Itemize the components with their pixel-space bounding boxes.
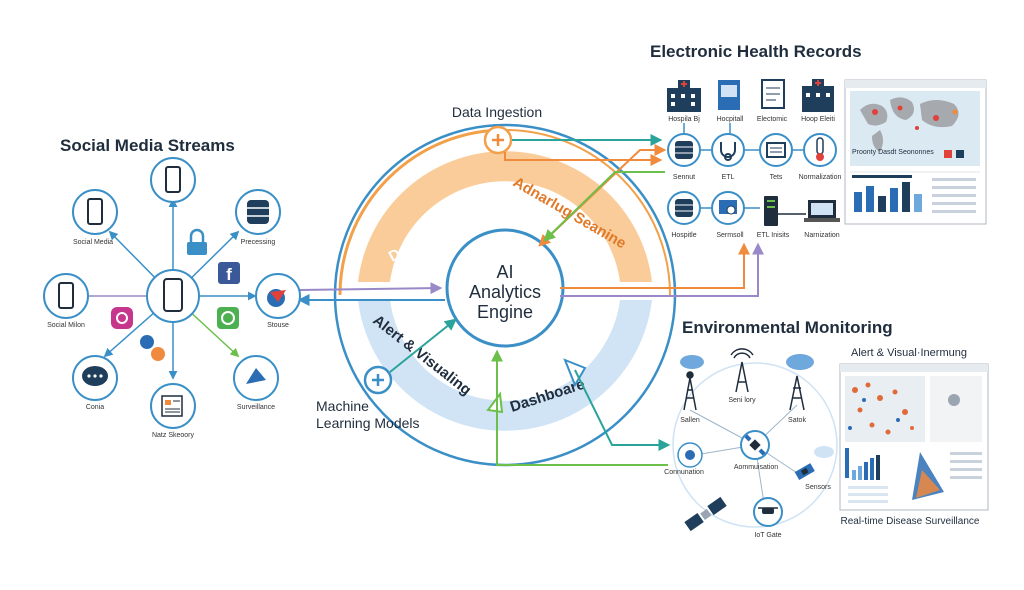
svg-text:f: f [226, 265, 232, 284]
env-dashboard-panel [839, 363, 989, 511]
health-label: Hoop Eleiti [801, 116, 835, 123]
database-icon [247, 200, 269, 224]
document-icon [718, 80, 740, 110]
env-title: Environmental Monitoring [682, 318, 893, 337]
ehr-cluster: Hospila Bj Hocpitall Electomic Hoop Elei… [667, 79, 987, 239]
database-icon [675, 141, 693, 159]
hospital-icon [802, 79, 834, 112]
smartphone-icon [165, 166, 181, 193]
plus-icon [492, 134, 504, 146]
cloud-icon [814, 446, 834, 458]
core-line-3: Engine [477, 302, 533, 322]
etl-initis-label: ETL Inisits [757, 232, 790, 239]
preprocessing-label: Precessing [241, 239, 276, 246]
server-icon [764, 196, 778, 226]
smartphone-icon [163, 278, 183, 312]
satellite-icon [684, 496, 727, 532]
conia-label: Conia [86, 404, 104, 411]
aommuisation-label: Aommuisation [734, 464, 778, 471]
ehr-node-etl[interactable] [711, 133, 745, 167]
ml-label-2: Learning Models [316, 415, 420, 431]
lock-icon [187, 228, 207, 255]
document-icon [761, 79, 785, 109]
env-orbit [672, 362, 838, 528]
ehr-title: Electronic Health Records [650, 42, 862, 61]
data-ingestion-label: Data Ingestion [452, 104, 542, 120]
electronic-label: Electomic [757, 116, 788, 123]
news-icon [161, 395, 183, 417]
tets-label: Tets [770, 174, 783, 181]
narnization-label: Narnization [804, 232, 840, 239]
share-icon [140, 335, 165, 361]
social-media-title: Social Media Streams [60, 136, 235, 155]
database-icon [675, 199, 693, 217]
social-media-label: Social Media [73, 239, 113, 246]
blue-band [358, 300, 652, 431]
satellite-icon [794, 463, 815, 480]
cloud-icon [680, 355, 704, 369]
etl-label: ETL [722, 174, 735, 181]
env-bar-chart [852, 455, 880, 480]
normalization-label: Normalization [799, 174, 842, 181]
ehr-dashboard-panel: Proonty Dasdt Seononnes [844, 79, 987, 225]
realtime-surveillance-label: Real-time Disease Surveillance [841, 516, 980, 527]
map-title: Proonty Dasdt Seononnes [852, 149, 934, 156]
outbreak-map [845, 376, 925, 442]
news-label: Natz Skeoory [152, 432, 195, 439]
satok-label: Satok [788, 417, 806, 424]
seni-label: Seni lory [728, 397, 756, 404]
orange-outer-arc [338, 128, 506, 296]
alert-visual-title: Alert & Visual·Inermung [851, 347, 967, 359]
surveillance-icon [246, 368, 266, 384]
cloud-icon [786, 354, 814, 370]
connection-label: Connunation [664, 469, 704, 476]
hospital-b-label: Hospila Bj [668, 116, 700, 123]
feedback-marker [486, 391, 504, 414]
sermsoll-label: Sermsoll [716, 232, 744, 239]
smartphone-icon [87, 198, 103, 225]
surveillance-label: Surveillance [237, 404, 275, 411]
radar-chart [912, 452, 944, 500]
stethoscope-icon [720, 142, 736, 161]
stouse-label: Stouse [267, 322, 289, 329]
screen-search-icon [719, 200, 737, 215]
satellite-icon [744, 434, 766, 456]
env-cluster: Sallen Seni lory Satok Aommuisation Conn… [664, 347, 989, 539]
core-line-2: Analytics [469, 282, 541, 302]
thermometer-icon [816, 137, 824, 161]
smartphone-icon [58, 282, 74, 309]
social-media-hub: Social Media Precessing f Social Milon S… [43, 157, 301, 439]
connectors [297, 134, 764, 466]
facebook-icon: f [218, 262, 240, 284]
iot-gate-label: IoT Gate [754, 532, 781, 539]
drone-icon [758, 507, 778, 514]
hospital-icon [667, 80, 701, 112]
chat-icon [82, 366, 108, 386]
document-icon [766, 142, 786, 158]
analytics-logo-icon [267, 289, 286, 307]
radio-tower-icon [789, 375, 805, 411]
chat-bubble-icon [217, 307, 239, 329]
sennut-label: Sennut [673, 174, 695, 181]
core-line-1: AI [496, 262, 513, 282]
hospital-label: Hocpitall [717, 116, 744, 123]
radio-tower-icon [683, 371, 697, 411]
plus-icon [372, 374, 384, 386]
radio-tower-icon [730, 348, 754, 393]
sensors-label: Sensors [805, 484, 831, 491]
laptop-icon [804, 200, 840, 222]
dashboard-marker [563, 358, 587, 388]
hospitle-label: Hospitle [671, 232, 696, 239]
network-icon [685, 450, 695, 460]
social-milon-label: Social Milon [47, 322, 85, 329]
instagram-icon [111, 307, 133, 329]
sallen-label: Sallen [680, 417, 700, 424]
ml-label-1: Machine [316, 398, 369, 414]
ehr-bar-chart [854, 182, 922, 212]
analytics-ring: AI Analytics Engine Data Cleaning Adnarl… [316, 104, 677, 467]
